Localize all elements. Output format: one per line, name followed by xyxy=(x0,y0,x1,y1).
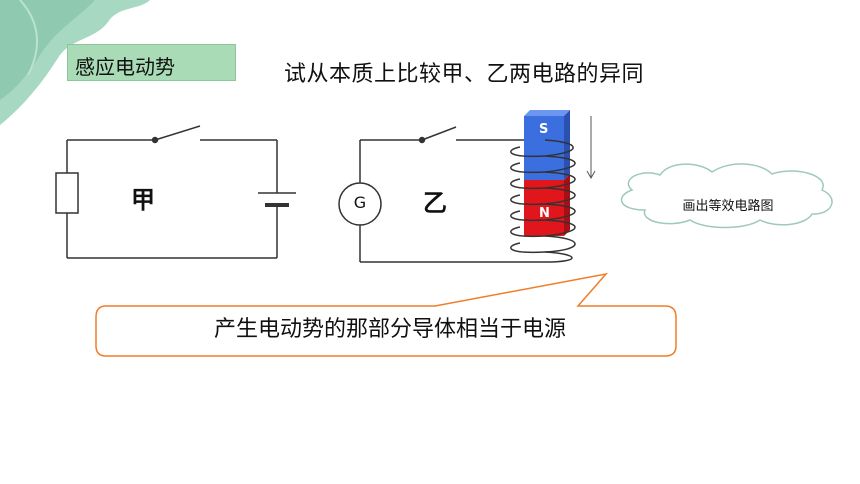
bar-magnet xyxy=(524,110,570,236)
magnet-n-label: N xyxy=(539,206,550,221)
circuit-a xyxy=(55,125,296,259)
circuit-a-label: 甲 xyxy=(131,186,155,214)
coil xyxy=(510,139,576,263)
slide-title: 感应电动势 xyxy=(75,55,175,79)
leaf-decoration xyxy=(0,0,150,125)
motion-arrow xyxy=(586,116,596,180)
galvanometer-label: G xyxy=(353,193,367,212)
cloud-bubble xyxy=(620,163,833,229)
question-text: 试从本质上比较甲、乙两电路的异同 xyxy=(284,62,645,87)
callout-text: 产生电动势的那部分导体相当于电源 xyxy=(213,317,566,342)
callout-bubble xyxy=(95,272,677,357)
circuit-b-label: 乙 xyxy=(423,189,447,217)
cloud-text: 画出等效电路图 xyxy=(682,199,774,214)
magnet-s-label: S xyxy=(539,122,549,137)
title-box: 感应电动势 xyxy=(67,44,236,81)
circuit-b xyxy=(338,126,545,263)
